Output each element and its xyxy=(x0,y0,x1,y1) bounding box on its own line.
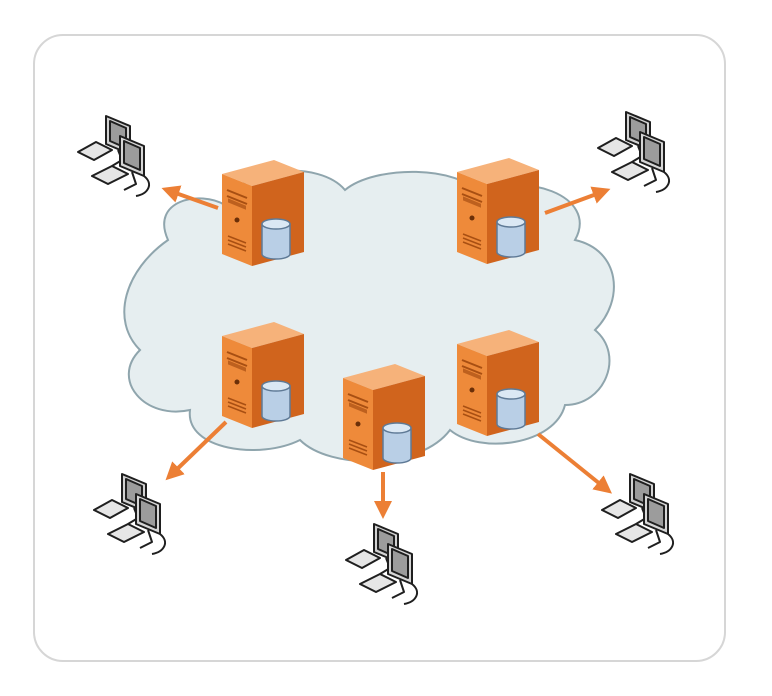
desktop-computer-icon xyxy=(345,523,419,605)
desktop-computer-icon xyxy=(601,473,675,555)
edge-server-mid-right-to-client-bottom-right xyxy=(536,432,613,494)
server-with-database-icon xyxy=(456,157,540,265)
desktop-computer-icon xyxy=(77,115,151,197)
server-with-database-icon xyxy=(342,363,426,471)
desktop-computer-icon xyxy=(93,473,167,555)
server-mid-right xyxy=(456,329,540,437)
edge-server-top-right-to-client-top-right xyxy=(544,186,611,215)
client-bottom-right xyxy=(601,473,675,555)
client-bottom-center xyxy=(345,523,419,605)
server-mid-left xyxy=(221,321,305,429)
server-center xyxy=(342,363,426,471)
client-bottom-left xyxy=(93,473,167,555)
server-with-database-icon xyxy=(221,321,305,429)
server-top-left xyxy=(221,159,305,267)
server-with-database-icon xyxy=(221,159,305,267)
client-top-left xyxy=(77,115,151,197)
server-with-database-icon xyxy=(456,329,540,437)
edge-server-top-left-to-client-top-left xyxy=(161,185,219,210)
desktop-computer-icon xyxy=(597,111,671,193)
server-top-right xyxy=(456,157,540,265)
edge-server-mid-left-to-client-bottom-left xyxy=(165,420,228,481)
client-top-right xyxy=(597,111,671,193)
